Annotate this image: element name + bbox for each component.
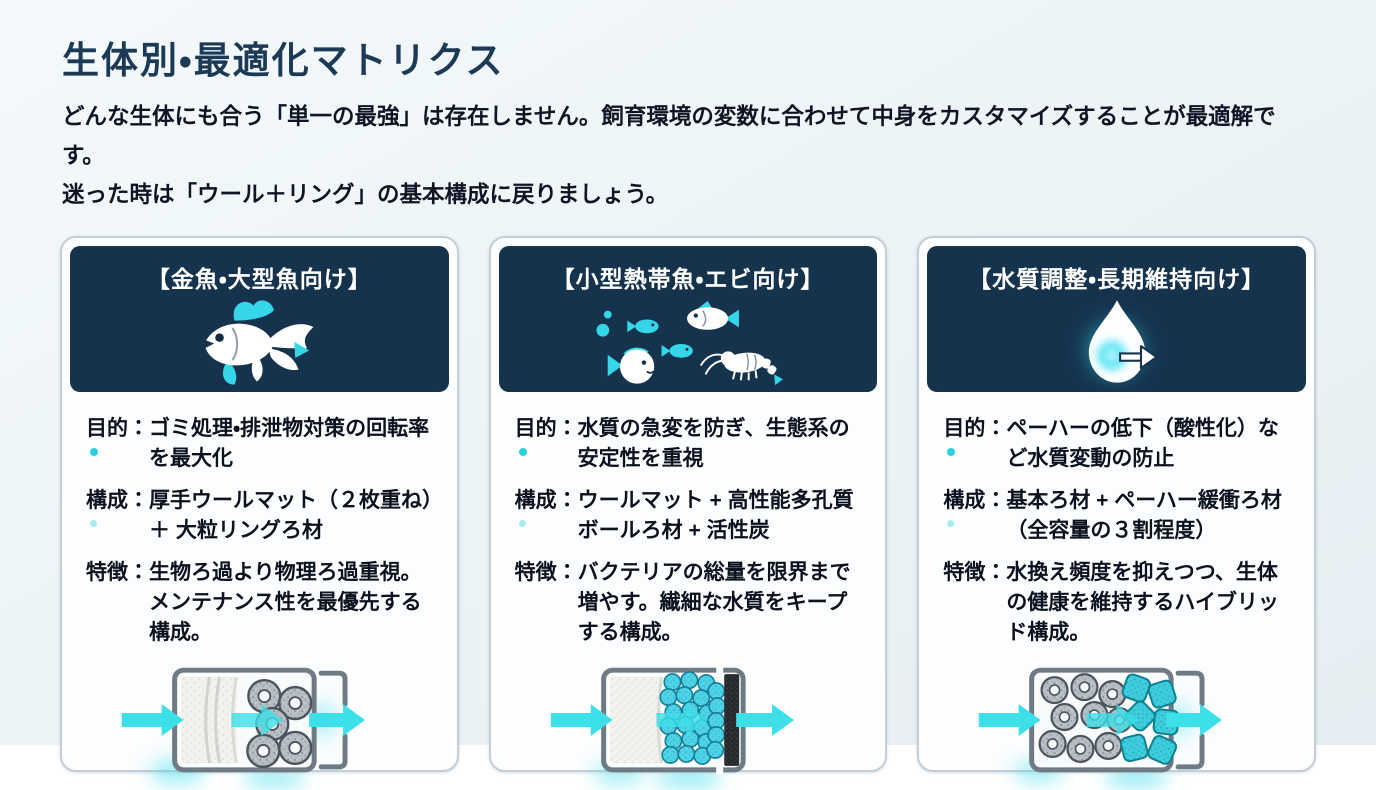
bullet-dot-icon [90, 448, 98, 456]
item-text: 基本ろ材 + ペーハー緩衝ろ材（全容量の３割程度） [1006, 489, 1282, 542]
item-text: ゴミ処理・排泄物対策の回転率を最大化 [149, 417, 430, 470]
item-text: バクテリアの総量を限界まで増やす。繊細な水質をキープする構成。 [577, 561, 851, 644]
bullet-dot-icon [518, 448, 527, 456]
activated-carbon-section [723, 674, 739, 766]
card-row: 【金魚・大型魚向け】 [60, 236, 1317, 789]
purpose-item: 目的： 水質の急変を防ぎ、生態系の安定性を重視 [515, 414, 868, 474]
item-label: 目的： [514, 417, 578, 440]
bullet-dot-icon [90, 520, 97, 527]
item-text: 水換え頻度を抑えつつ、生体の健康を維持するハイブリッド構成。 [1006, 561, 1279, 644]
purpose-item: 目的： ゴミ処理・排泄物対策の回転率を最大化 [86, 414, 439, 474]
feature-item: 特徴： バクテリアの総量を限界まで増やす。繊細な水質をキープする構成。 [515, 558, 868, 648]
card-body: 目的： ゴミ処理・排泄物対策の回転率を最大化 構成： 厚手ウールマット（２枚重ね… [70, 392, 449, 660]
flow-arrow-in [121, 704, 184, 736]
big-white-fish [607, 347, 655, 384]
wool-plus-ring-filter-diagram [70, 660, 449, 790]
item-label: 特徴： [943, 561, 1007, 584]
wool-ball-carbon-filter-diagram [499, 660, 878, 790]
flow-arrow-out [309, 704, 365, 736]
feature-item: 特徴： 生物ろ過より物理ろ過重視。メンテナンス性を最優先する構成。 [86, 558, 439, 648]
card-header: 【金魚・大型魚向け】 [70, 246, 449, 392]
item-label: 目的： [86, 417, 149, 440]
card-title: 【水質調整・長期維持向け】 [968, 266, 1266, 292]
card-title: 【金魚・大型魚向け】 [146, 266, 372, 292]
purpose-item: 目的： ペーハーの低下（酸性化）など水質変動の防止 [943, 414, 1296, 474]
item-text: ウールマット + 高性能多孔質ボールろ材 + 活性炭 [577, 489, 854, 542]
flow-arrow-in [550, 704, 613, 736]
item-text: 厚手ウールマット（２枚重ね）＋ 大粒リングろ材 [149, 489, 433, 542]
card-header: 【小型熱帯魚・エビ向け】 [498, 246, 878, 392]
item-label: 目的： [943, 417, 1007, 440]
small-cyan-fish [627, 319, 659, 333]
intro-line-1: どんな生体にも合う「単一の最強」は存在しません。飼育環境の変数に合わせて中身をカ… [62, 104, 1276, 168]
page-title: 生体別・最適化マトリクス [62, 40, 505, 81]
card-body: 目的： 水質の急変を防ぎ、生態系の安定性を重視 構成： ウールマット + 高性能… [499, 392, 878, 660]
card-header: 【水質調整・長期維持向け】 [927, 246, 1307, 392]
small-cyan-fish [661, 343, 693, 358]
wool-mat-section [180, 676, 237, 764]
white-fish [687, 300, 739, 330]
item-label: 特徴： [86, 561, 149, 584]
item-text: 水質の急変を防ぎ、生態系の安定性を重視 [577, 417, 850, 470]
card-goldfish-large-fish: 【金魚・大型魚向け】 [60, 236, 459, 789]
flow-arrow-mid [656, 704, 708, 736]
item-text: ペーハーの低下（酸性化）など水質変動の防止 [1006, 417, 1279, 470]
goldfish-icon [189, 294, 329, 392]
composition-item: 構成： 基本ろ材 + ペーハー緩衝ろ材（全容量の３割程度） [943, 486, 1296, 546]
flow-arrow-mid [231, 704, 284, 736]
bullet-dot-icon [518, 520, 526, 527]
item-label: 構成： [86, 489, 149, 512]
flow-arrow-out [1166, 704, 1223, 736]
item-label: 構成： [943, 489, 1007, 512]
item-label: 構成： [514, 489, 578, 512]
item-label: 特徴： [514, 561, 578, 584]
composition-item: 構成： 厚手ウールマット（２枚重ね）＋ 大粒リングろ材 [86, 486, 439, 546]
flow-arrow-mid [1086, 704, 1139, 736]
bullet-dot-icon [947, 520, 955, 527]
shrimp [699, 350, 783, 385]
intro-line-2: 迷った時は「ウール＋リング」の基本構成に戻りましょう。 [62, 182, 669, 207]
composition-item: 構成： ウールマット + 高性能多孔質ボールろ材 + 活性炭 [515, 486, 868, 546]
bullet-dot-icon [947, 448, 956, 456]
card-title: 【小型熱帯魚・エビ向け】 [551, 266, 825, 292]
card-body: 目的： ペーハーの低下（酸性化）など水質変動の防止 構成： 基本ろ材 + ペーハ… [927, 392, 1306, 660]
flow-arrow-in [979, 704, 1041, 736]
feature-item: 特徴： 水換え頻度を抑えつつ、生体の健康を維持するハイブリッド構成。 [943, 558, 1296, 648]
water-drop-arrow-icon [1049, 294, 1185, 392]
card-tropical-fish-shrimp: 【小型熱帯魚・エビ向け】 [488, 236, 888, 789]
flow-arrow-out [735, 704, 794, 736]
item-text: 生物ろ過より物理ろ過重視。メンテナンス性を最優先する構成。 [149, 561, 422, 644]
tropical-fish-and-shrimp-icon [590, 294, 786, 392]
card-water-quality-longterm: 【水質調整・長期維持向け】 [917, 236, 1317, 789]
wool-mat-section [609, 676, 662, 764]
intro-text: どんな生体にも合う「単一の最強」は存在しません。飼育環境の変数に合わせて中身をカ… [62, 97, 1314, 214]
ring-ph-buffer-filter-diagram [927, 660, 1306, 790]
arrow-right [1118, 345, 1158, 370]
